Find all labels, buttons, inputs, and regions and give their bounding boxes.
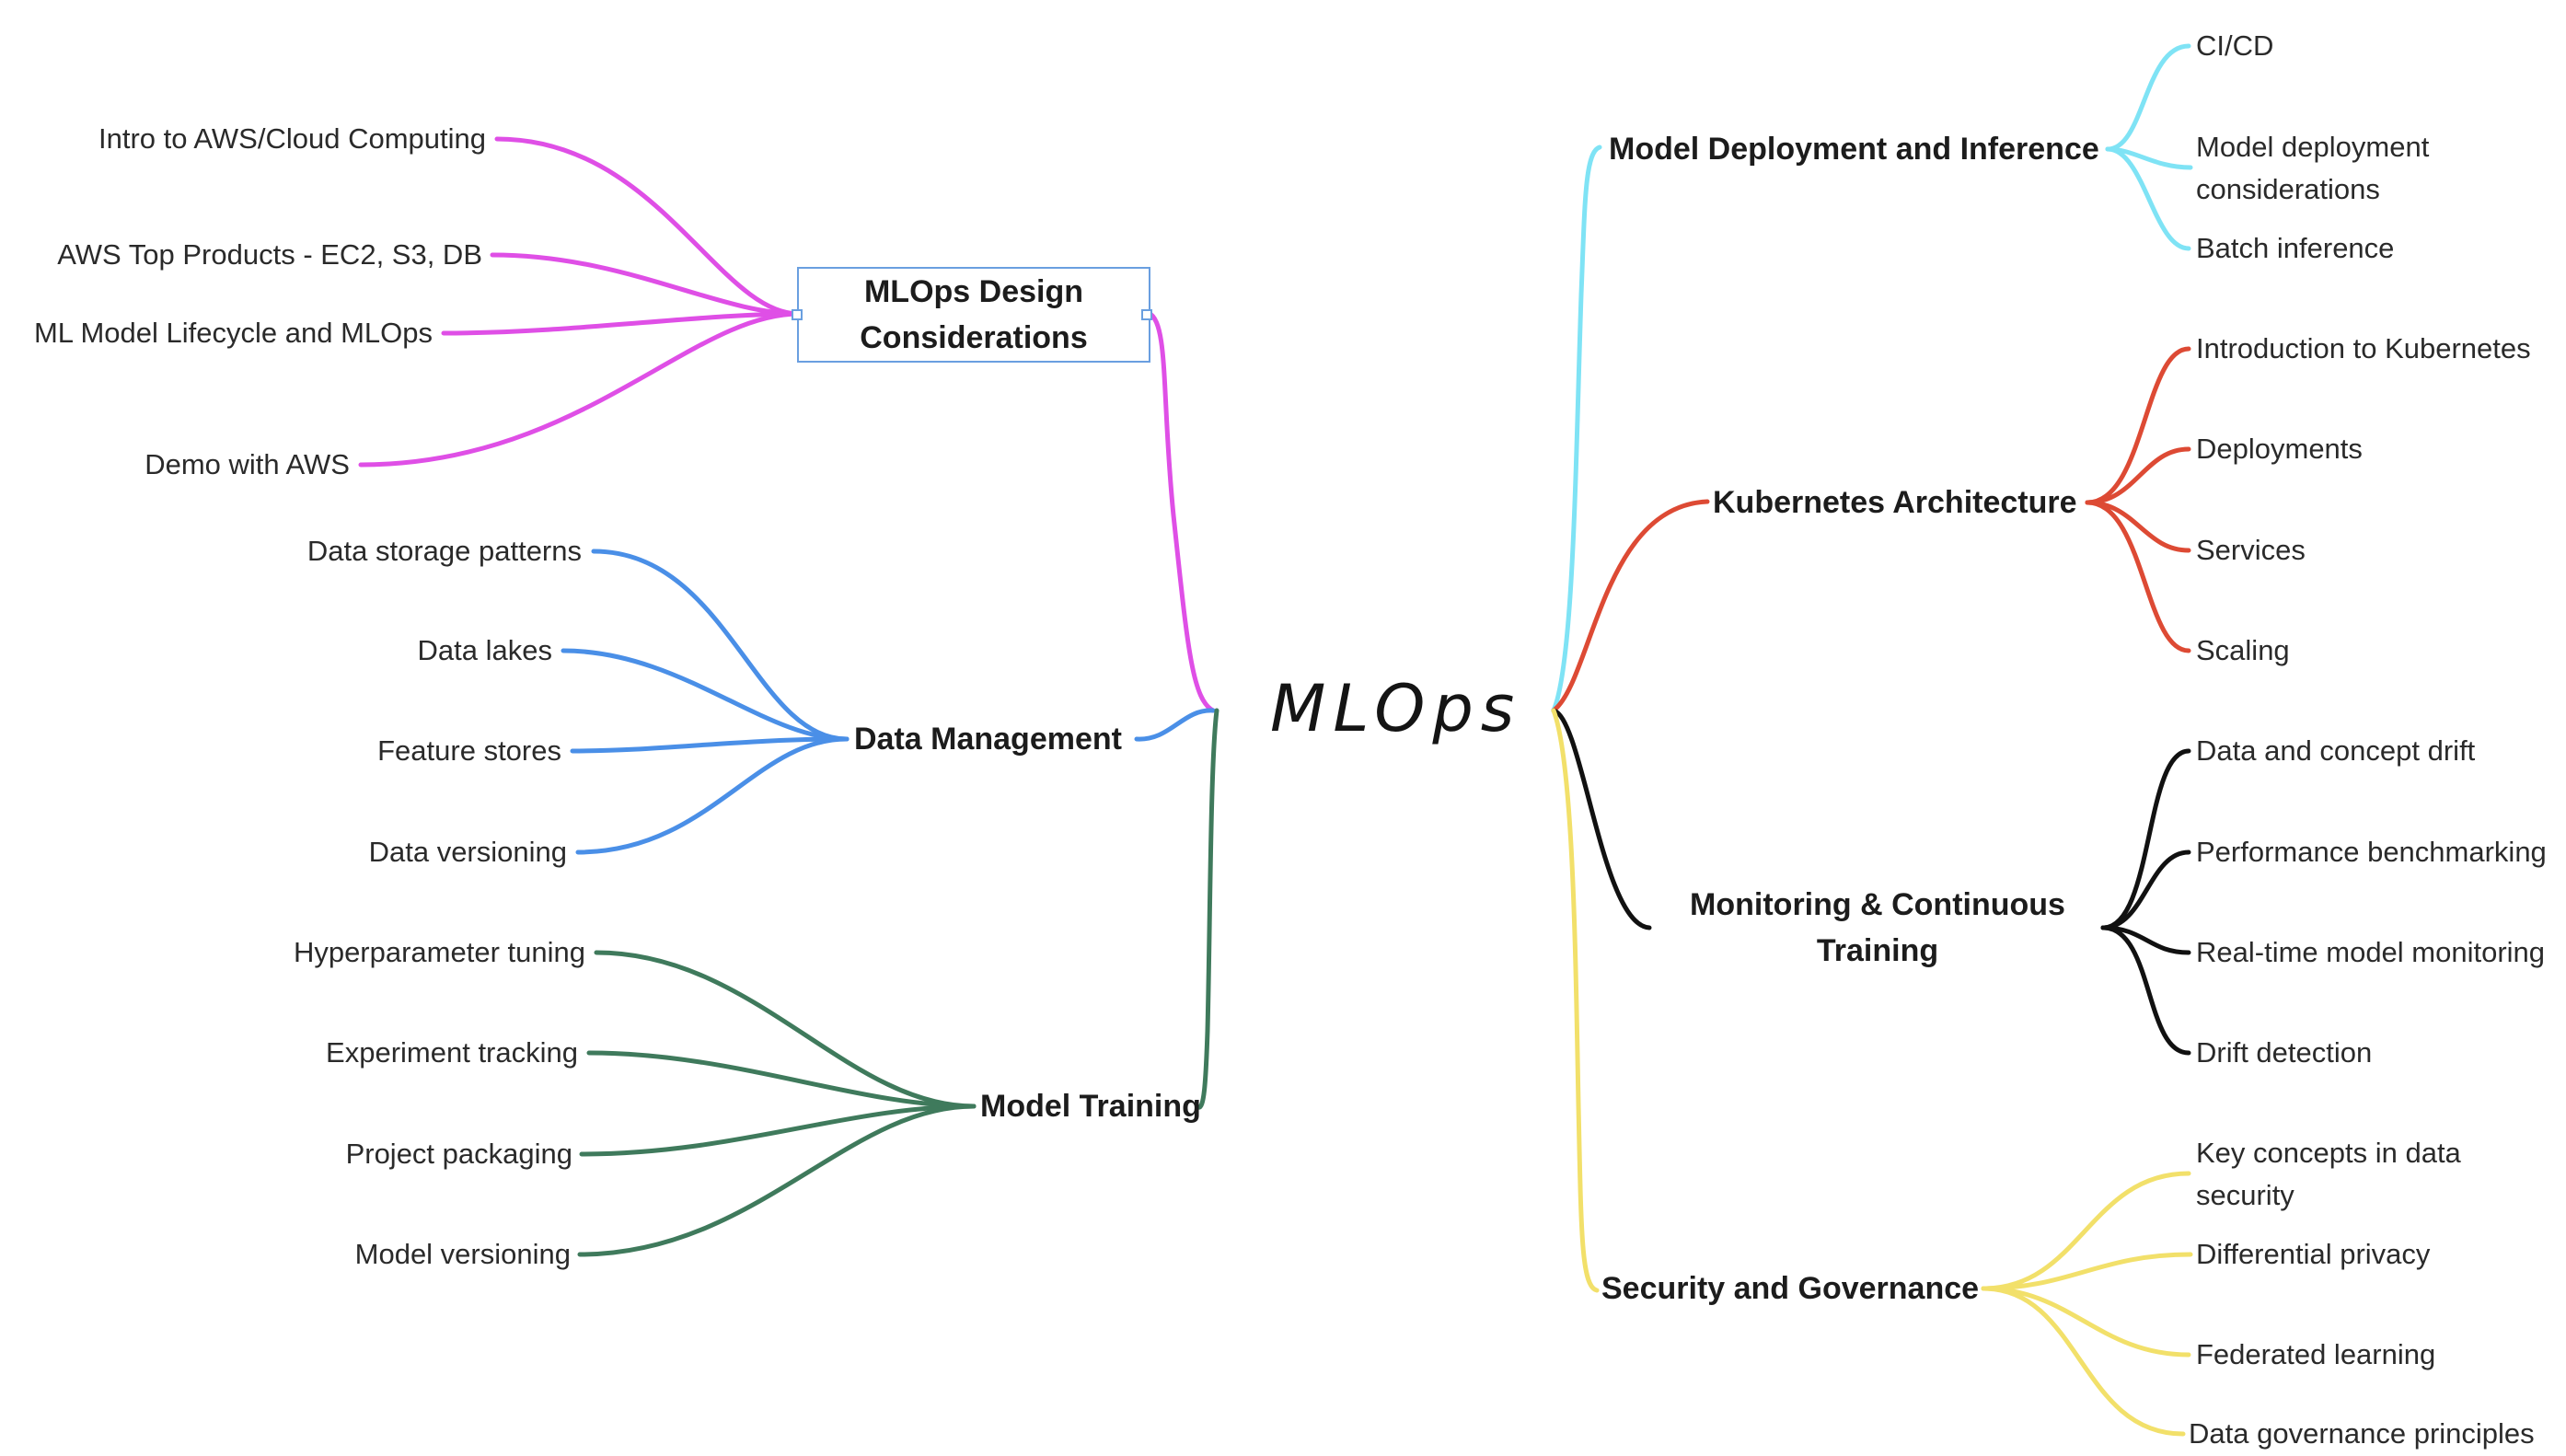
leaf-training-1[interactable]: Hyperparameter tuning xyxy=(293,936,585,968)
leaf-security-4[interactable]: Data governance principles xyxy=(2189,1417,2535,1450)
link-design-4 xyxy=(358,311,802,468)
link-root-security xyxy=(1551,708,1600,1293)
link-root-deploy xyxy=(1551,144,1602,713)
link-deploy-3 xyxy=(2105,146,2191,251)
leaf-data-4[interactable]: Data versioning xyxy=(368,836,567,868)
leaf-security-3[interactable]: Federated learning xyxy=(2196,1338,2436,1370)
leaf-design-3[interactable]: ML Model Lifecycle and MLOps xyxy=(33,317,433,349)
leaf-k8s-3[interactable]: Services xyxy=(2196,534,2306,566)
link-design-3 xyxy=(441,311,802,336)
link-design-1 xyxy=(494,136,802,317)
leaf-data-2[interactable]: Data lakes xyxy=(417,634,552,666)
link-design-2 xyxy=(490,252,802,317)
branch-model-deployment-and-inference[interactable]: Model Deployment and Inference xyxy=(1609,132,2099,167)
leaf-k8s-2[interactable]: Deployments xyxy=(2196,433,2363,465)
link-root-training xyxy=(1196,708,1219,1110)
leaf-training-2[interactable]: Experiment tracking xyxy=(326,1036,578,1069)
link-deploy-1 xyxy=(2105,43,2191,152)
link-data-1 xyxy=(591,549,850,742)
leaf-data-3[interactable]: Feature stores xyxy=(377,734,561,767)
root-topic[interactable]: MLOps xyxy=(1270,671,1522,746)
link-k8s-4 xyxy=(2085,500,2191,653)
link-training-4 xyxy=(577,1104,977,1257)
leaf-monitor-3[interactable]: Real-time model monitoring xyxy=(2196,936,2546,968)
leaf-deploy-2[interactable]: Model deployment considerations xyxy=(2196,131,2430,205)
link-security-4 xyxy=(1981,1286,2186,1437)
leaf-monitor-2[interactable]: Performance benchmarking xyxy=(2196,836,2547,868)
link-security-3 xyxy=(1981,1286,2191,1358)
leaf-data-1[interactable]: Data storage patterns xyxy=(306,535,582,567)
link-k8s-2 xyxy=(2085,446,2191,505)
branch-monitoring-continuous-training[interactable]: Monitoring & Continuous Training xyxy=(1690,887,2065,968)
link-monitor-4 xyxy=(2100,925,2191,1056)
link-monitor-1 xyxy=(2100,748,2191,930)
leaf-monitor-4[interactable]: Drift detection xyxy=(2196,1036,2373,1069)
leaf-training-3[interactable]: Project packaging xyxy=(345,1138,572,1170)
leaf-design-2[interactable]: AWS Top Products - EC2, S3, DB xyxy=(57,238,482,271)
link-root-data xyxy=(1134,708,1216,742)
link-k8s-3 xyxy=(2085,500,2191,553)
leaf-training-4[interactable]: Model versioning xyxy=(354,1238,571,1270)
link-training-3 xyxy=(579,1104,977,1157)
branch-model-training[interactable]: Model Training xyxy=(980,1089,1201,1124)
link-root-design xyxy=(1146,310,1216,713)
link-data-4 xyxy=(575,736,850,855)
leaf-k8s-4[interactable]: Scaling xyxy=(2196,634,2290,666)
leaf-deploy-1[interactable]: CI/CD xyxy=(2196,29,2274,62)
branch-kubernetes-architecture[interactable]: Kubernetes Architecture xyxy=(1713,485,2077,520)
link-root-monitor xyxy=(1551,708,1652,930)
leaf-k8s-1[interactable]: Introduction to Kubernetes xyxy=(2196,332,2531,364)
leaf-deploy-3[interactable]: Batch inference xyxy=(2196,232,2395,264)
link-security-2 xyxy=(1981,1252,2193,1291)
resize-handle-left[interactable] xyxy=(792,309,803,320)
link-k8s-1 xyxy=(2085,346,2191,505)
branch-mlops-design-considerations[interactable]: MLOps Design Considerations xyxy=(797,267,1150,363)
link-training-2 xyxy=(586,1050,977,1109)
leaf-design-1[interactable]: Intro to AWS/Cloud Computing xyxy=(98,122,486,155)
link-data-2 xyxy=(561,648,850,742)
leaf-monitor-1[interactable]: Data and concept drift xyxy=(2196,734,2476,767)
link-training-1 xyxy=(594,950,977,1109)
link-monitor-2 xyxy=(2100,849,2191,930)
branch-data-management[interactable]: Data Management xyxy=(854,722,1122,757)
leaf-security-1[interactable]: Key concepts in data security xyxy=(2196,1137,2461,1211)
resize-handle-right[interactable] xyxy=(1141,309,1152,320)
link-data-3 xyxy=(570,736,850,754)
leaf-design-4[interactable]: Demo with AWS xyxy=(144,448,350,480)
link-root-k8s xyxy=(1551,499,1710,713)
link-security-1 xyxy=(1981,1171,2191,1291)
leaf-security-2[interactable]: Differential privacy xyxy=(2196,1238,2431,1270)
branch-security-and-governance[interactable]: Security and Governance xyxy=(1601,1271,1980,1306)
